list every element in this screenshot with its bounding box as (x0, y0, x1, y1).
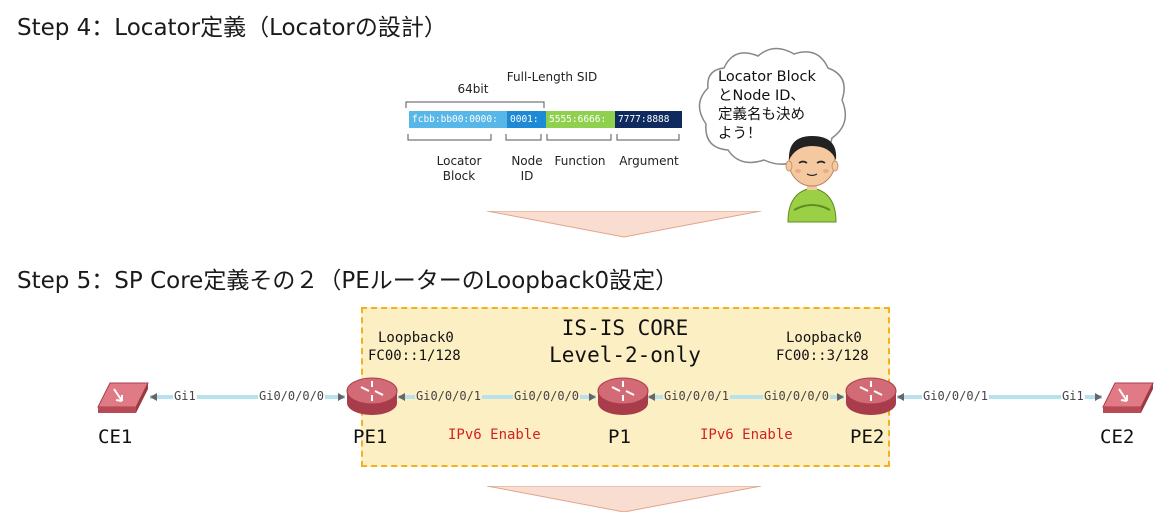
label-argument: Argument (619, 154, 679, 168)
iface-p1-right: Gi0/0/0/1 (663, 389, 731, 403)
iface-ce1-gi1: Gi1 (173, 389, 197, 403)
arrowhead-pe1-right (398, 393, 405, 401)
node-label-pe2: PE2 (850, 426, 885, 448)
ipv6-enable-right: IPv6 Enable (700, 427, 793, 443)
pe1-loopback-name: Loopback0 (378, 330, 454, 346)
ipv6-enable-left: IPv6 Enable (448, 427, 541, 443)
step5-title: Step 5：SP Core定義その２（PEルーターのLoopback0設定） (17, 268, 679, 294)
node-label-p1: P1 (608, 426, 631, 448)
down-arrow-2 (487, 486, 762, 512)
iface-pe2-right: Gi0/0/0/1 (922, 389, 990, 403)
arrowhead-p1-right (648, 393, 655, 401)
arrowhead-ce1-side (150, 393, 157, 401)
ce1-switch-icon (97, 382, 149, 413)
label-node-id: Node ID (511, 154, 543, 183)
arrowhead-ce2-side (1095, 393, 1102, 401)
arrowhead-pe1-left (338, 393, 345, 401)
iface-pe2-left: Gi0/0/0/0 (763, 389, 831, 403)
p1-router-icon (597, 377, 649, 415)
iface-pe1-left: Gi0/0/0/0 (258, 389, 326, 403)
core-title-line1: IS-IS CORE (561, 316, 689, 340)
person-illustration (785, 136, 839, 223)
pe2-loopback-addr: FC00::3/128 (776, 348, 869, 364)
sid-segment-argument: 7777:8888 (615, 111, 682, 128)
bubble-text: Locator Block とNode ID、 定義名も決め よう！ (718, 69, 816, 142)
ce2-switch-icon (1102, 382, 1154, 413)
sid-segment-function: 5555:6666: (546, 111, 615, 128)
sid-bits-label: 64bit (457, 82, 489, 96)
core-title-line2: Level-2-only (549, 343, 701, 367)
label-locator-block: Locator Block (436, 154, 482, 183)
pe1-loopback-addr: FC00::1/128 (368, 348, 461, 364)
iface-ce2-gi1: Gi1 (1061, 389, 1085, 403)
down-arrow-1 (487, 211, 762, 238)
sid-brackets (405, 101, 680, 141)
pe1-router-icon (346, 377, 398, 415)
step4-title: Step 4：Locator定義（Locatorの設計） (17, 15, 447, 41)
iface-pe1-right: Gi0/0/0/1 (415, 389, 483, 403)
node-label-ce1: CE1 (98, 426, 133, 448)
sid-segment-node-id: 0001: (507, 111, 546, 128)
label-function: Function (554, 154, 606, 168)
node-label-ce2: CE2 (1100, 426, 1135, 448)
sid-header: Full-Length SID (506, 70, 598, 84)
arrowhead-pe2-left (837, 393, 844, 401)
iface-p1-left: Gi0/0/0/0 (513, 389, 581, 403)
sid-segment-locator-block: fcbb:bb00:0000: (409, 111, 507, 128)
arrowhead-p1-left (589, 393, 596, 401)
pe2-router-icon (845, 377, 897, 415)
node-label-pe1: PE1 (353, 426, 388, 448)
arrowhead-pe2-right (897, 393, 904, 401)
pe2-loopback-name: Loopback0 (786, 330, 862, 346)
